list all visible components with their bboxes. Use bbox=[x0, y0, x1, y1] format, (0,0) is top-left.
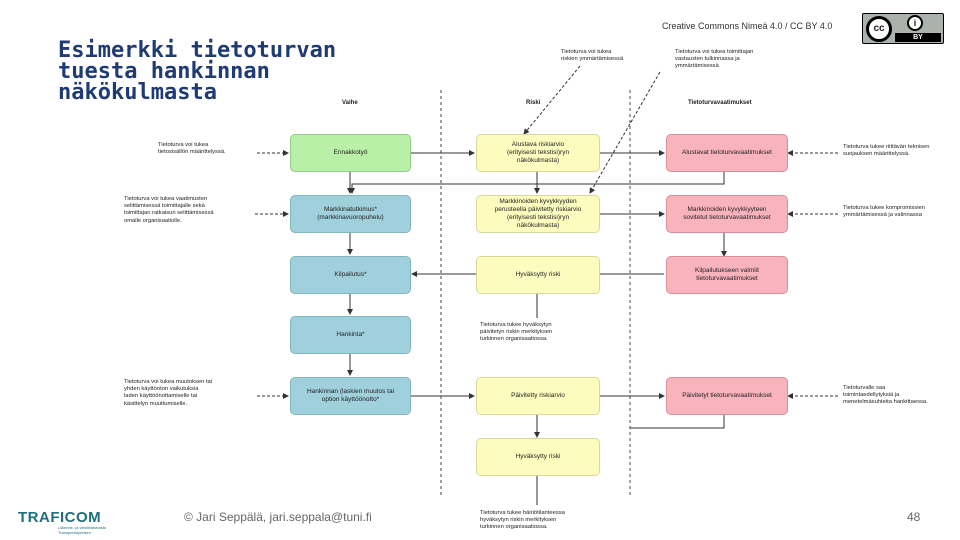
risk-box: Hyväksytty riski bbox=[476, 256, 600, 294]
cc-icon: cc bbox=[866, 16, 892, 42]
risk-box: Markkinoiden kyvykkyyden perusteella päi… bbox=[476, 195, 600, 233]
phase-label: Hankinnan (laskien muutos tai option käy… bbox=[306, 388, 395, 403]
risk-label: Hyväksytty riski bbox=[515, 271, 561, 278]
column-header-requirements: Tietoturvavaatimukset bbox=[688, 100, 752, 106]
phase-box: Ennakkotyö bbox=[290, 134, 411, 172]
logo-subtitle: Liikenne- ja viestintävirasto Transports… bbox=[58, 525, 107, 535]
left-note: Tietoturva voi tukea tietosisällön määri… bbox=[158, 142, 226, 156]
page-number: 48 bbox=[907, 510, 921, 524]
column-header-phase: Vaihe bbox=[342, 100, 358, 106]
column-header-risk: Riski bbox=[526, 100, 541, 106]
flow-q4-loop bbox=[630, 415, 725, 429]
logo-wordmark: TRAFICOM bbox=[18, 509, 102, 526]
phase-label: Markkinatutkimus* bbox=[323, 206, 378, 213]
phase-sublabel: (markkinavuoropuhelu) bbox=[317, 214, 384, 221]
by-label: BY bbox=[895, 33, 941, 42]
top-note-owner: Tietoturva voi tukea toimittajan vastaus… bbox=[675, 49, 754, 70]
page-title: Esimerkki tietoturvan tuesta hankinnan n… bbox=[58, 38, 337, 105]
phase-label: Hankinta* bbox=[336, 331, 365, 338]
middle-note: Tietoturva tukee hyväksytyn päivitetyn r… bbox=[480, 322, 553, 343]
phase-label: Kilpailutus* bbox=[334, 271, 367, 278]
risk-box: Alustava riskiarvio (erityisesti tekstis… bbox=[476, 134, 600, 172]
dash-top-owner bbox=[589, 71, 661, 194]
phase-box: Markkinatutkimus* (markkinavuoropuhelu) bbox=[290, 195, 411, 233]
requirement-box: Markkinoiden kyvykkyyteen sovitetut tiet… bbox=[666, 195, 788, 233]
risk-sublabel: (erityisesti tekstisi)ryn näkökulmasta) bbox=[506, 214, 570, 229]
phase-label: Ennakkotyö bbox=[333, 149, 368, 156]
risk-label: Päivitetty riskiarvio bbox=[511, 392, 565, 399]
requirement-label: Markkinoiden kyvykkyyteen sovitetut tiet… bbox=[683, 206, 771, 221]
risk-box: Hyväksytty riski bbox=[476, 438, 600, 476]
risk-label: Alustava riskiarvio bbox=[511, 141, 565, 148]
left-note: Tietoturva voi tukea muutoksen tai yhden… bbox=[124, 379, 213, 407]
middle-note: Tietoturva tukee häiriötilanteessa hyväk… bbox=[480, 510, 565, 531]
right-note: Tietoturvalle saa toimintaedellytyksiä j… bbox=[843, 385, 928, 406]
phase-box: Hankinta* bbox=[290, 316, 411, 354]
license-text: Creative Commons Nimeä 4.0 / CC BY 4.0 bbox=[662, 21, 833, 31]
requirement-box: Kilpailutukseen valmiit tietoturvavaatim… bbox=[666, 256, 788, 294]
traficom-logo[interactable]: TRAFICOM Liikenne- ja viestintävirasto T… bbox=[18, 510, 106, 535]
top-note-risk: Tietoturva voi tukea riskien ymmärtämise… bbox=[561, 49, 624, 63]
requirement-box: Alustavat tietoturvavaatimukset bbox=[666, 134, 788, 172]
right-note: Tietoturva tukee kompromissien ymmärtämi… bbox=[843, 205, 925, 219]
requirement-label: Kilpailutukseen valmiit tietoturvavaatim… bbox=[695, 267, 759, 282]
requirement-box: Päivitetyt tietoturvavaatimukset bbox=[666, 377, 788, 415]
flow-q1-p2 bbox=[349, 172, 725, 194]
phase-box: Kilpailutus* bbox=[290, 256, 411, 294]
footer-author: © Jari Seppälä, jari.seppala@tuni.fi bbox=[184, 510, 372, 524]
risk-label: Hyväksytty riski bbox=[515, 453, 561, 460]
phase-box: Hankinnan (laskien muutos tai option käy… bbox=[290, 377, 411, 415]
requirement-label: Päivitetyt tietoturvavaatimukset bbox=[682, 392, 772, 399]
risk-box: Päivitetty riskiarvio bbox=[476, 377, 600, 415]
right-note: Tietoturva tukee riittävän teknisen suoj… bbox=[843, 144, 930, 158]
cc-by-badge[interactable]: cc i BY bbox=[862, 13, 944, 44]
left-note: Tietoturva voi tukea vaatimusten selittä… bbox=[124, 196, 214, 224]
risk-sublabel: (erityisesti tekstisi)ryn näkökulmasta) bbox=[506, 149, 570, 164]
risk-label: Markkinoiden kyvykkyyden perusteella päi… bbox=[494, 198, 582, 213]
person-icon: i bbox=[907, 15, 923, 31]
requirement-label: Alustavat tietoturvavaatimukset bbox=[682, 149, 772, 156]
